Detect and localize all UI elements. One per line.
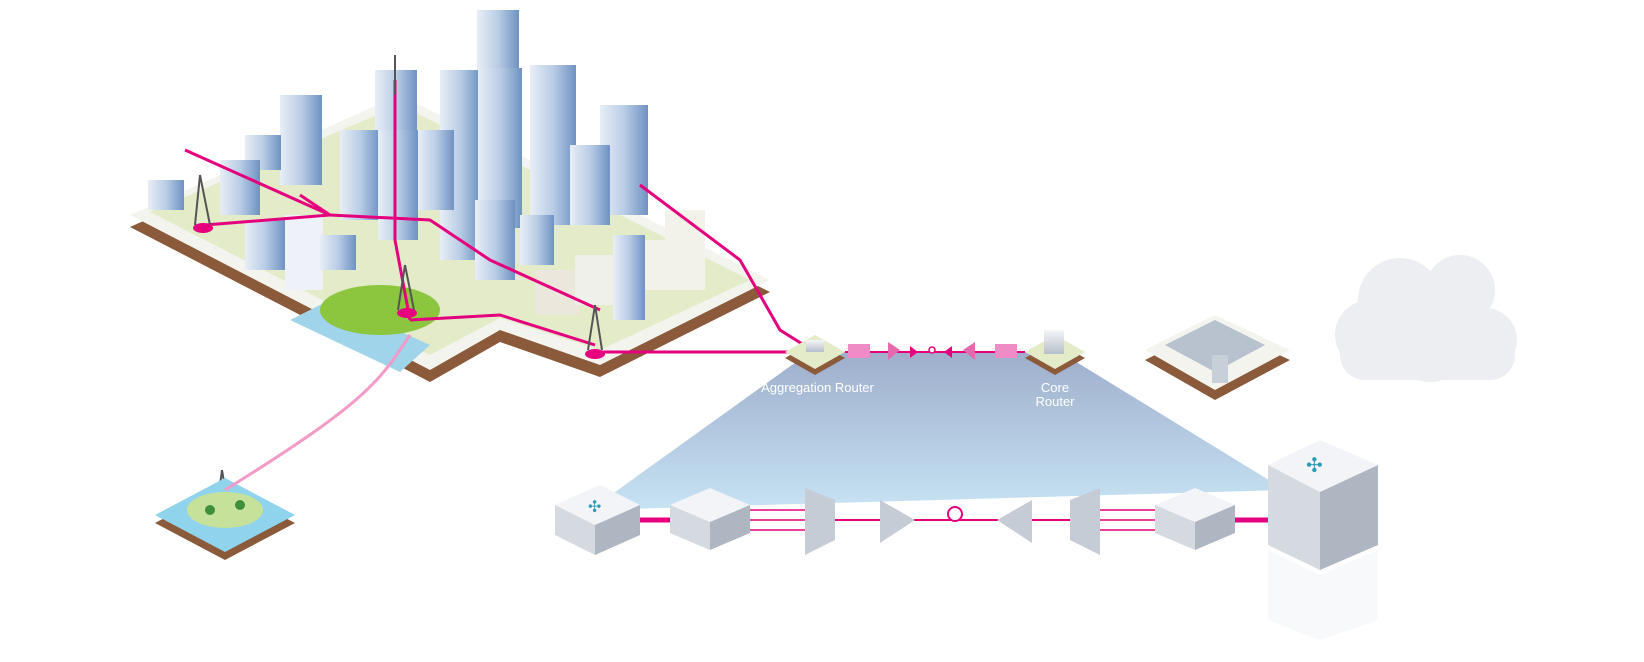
mux-left-icon [805, 488, 835, 555]
transport-network-panel [590, 352, 1285, 510]
wireless-backhaul-link [224, 334, 412, 492]
city-fiber-links [184, 80, 816, 354]
core-server-stack: ✣ [1268, 440, 1378, 640]
cell-tower-icons [194, 55, 603, 501]
aggregation-router-icon [785, 335, 845, 375]
remote-island [155, 478, 295, 560]
tower-base-icon [585, 349, 605, 359]
tower-base-icon [193, 223, 213, 233]
tower-base-icon [397, 308, 417, 318]
mux-right-icon [1070, 488, 1100, 555]
amplifier-left-icon [880, 500, 915, 543]
core-router-icon [1025, 330, 1085, 375]
optical-transport-line [635, 506, 1270, 531]
park [320, 285, 440, 335]
core-router-label: Core Router [1035, 380, 1075, 409]
optical-chain-mini [845, 342, 1025, 360]
switch-device-left [670, 488, 750, 550]
data-center-icon [1145, 315, 1290, 400]
access-router-device: ✣ [555, 485, 640, 555]
aggregation-router-label: Aggregation Router [761, 380, 874, 395]
svg-text:✣: ✣ [1306, 453, 1323, 477]
switch-device-right [1155, 488, 1235, 550]
city-buildings [148, 10, 705, 320]
svg-text:✣: ✣ [588, 497, 601, 516]
amplifier-right-icon [997, 500, 1032, 543]
cloud-icon [1335, 255, 1517, 382]
